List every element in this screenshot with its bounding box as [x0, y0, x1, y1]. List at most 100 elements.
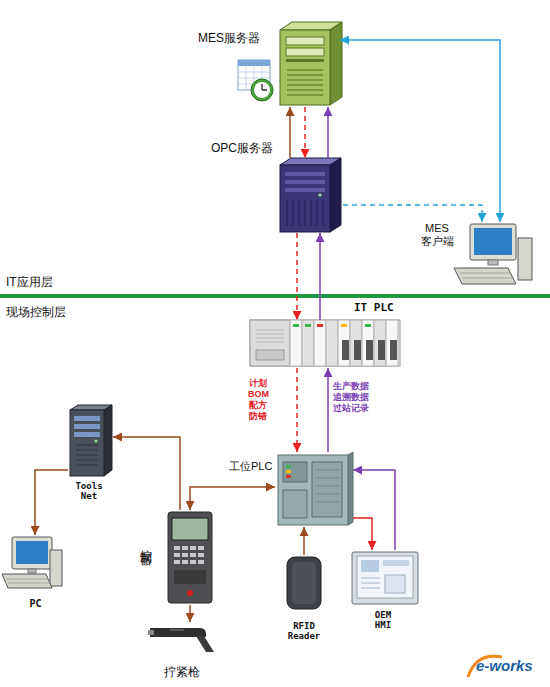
it-plc-icon: [386, 320, 398, 366]
flow-connector: [319, 233, 321, 320]
nutrunner-icon: [196, 636, 214, 652]
nutrunner-icon: [148, 628, 214, 652]
client-pc-icon: [454, 224, 532, 284]
mes-server-icon: [286, 59, 324, 62]
node-label: MES服务器: [198, 32, 260, 46]
station-plc-icon: [278, 455, 348, 525]
device-node: OPC服务器: [275, 158, 343, 233]
hmi-icon: [385, 575, 405, 593]
flow-connector: [35, 470, 68, 535]
controller-icon: [198, 553, 204, 557]
it-plc-icon: [256, 330, 284, 342]
hmi-icon: [361, 560, 379, 572]
station-plc-icon: [315, 470, 339, 502]
station-plc-icon: [348, 452, 353, 525]
client-pc-icon: [518, 238, 532, 280]
calendar-clock-icon: [238, 66, 270, 90]
toolsnet-server-icon: [70, 405, 112, 476]
mes-server-icon: [330, 22, 342, 105]
controller-icon: [174, 546, 180, 550]
toolsnet-server-icon: [74, 424, 100, 429]
opc-server-icon: [318, 193, 321, 196]
it-plc-icon: [305, 324, 311, 327]
pc-icon: [2, 574, 52, 588]
opc-server-icon: [280, 158, 341, 232]
flow-connector: [304, 107, 306, 158]
device-node: OEM HMI: [350, 550, 420, 605]
it-plc-icon: [317, 324, 323, 327]
it-plc-icon: [378, 340, 385, 360]
station-plc-icon: [312, 462, 342, 517]
mes-server-icon: [280, 30, 330, 105]
it-plc-icon: [365, 324, 371, 327]
controller-icon: [190, 560, 196, 564]
controller-icon: [182, 560, 188, 564]
station-plc-icon: [286, 475, 291, 478]
flow-connector: [353, 470, 395, 550]
it-plc-icon: [314, 320, 326, 366]
client-pc-icon: [488, 260, 498, 265]
controller-icon: [174, 570, 206, 584]
controller-icon: [168, 512, 212, 603]
node-label: PC: [8, 598, 63, 610]
it-plc-icon: [341, 324, 347, 327]
hmi-icon: [352, 552, 418, 604]
calendar-clock-icon: [254, 82, 270, 98]
opc-server-icon: [285, 188, 325, 192]
client-pc-icon: [454, 268, 516, 284]
hmi-icon: [352, 552, 418, 604]
flow-connector: [113, 437, 180, 510]
toolsnet-server-icon: [74, 432, 100, 437]
device-node: Tools Net: [68, 405, 113, 477]
controller-icon: [182, 553, 188, 557]
it-plc-icon: [302, 320, 314, 366]
watermark: e-works: [476, 657, 533, 674]
flow-connector: [289, 107, 291, 158]
toolsnet-server-icon: [76, 445, 98, 465]
controller-icon: [187, 590, 193, 596]
toolsnet-server-icon: [74, 416, 100, 421]
controller-icon: [174, 560, 180, 564]
it-plc-icon: [326, 320, 338, 366]
calendar-clock-icon: [238, 60, 273, 101]
mes-server-icon: [286, 37, 324, 45]
pc-icon: [6, 579, 50, 583]
calendar-clock-icon: [251, 79, 273, 101]
pc-icon: [16, 541, 48, 564]
mes-server-icon: [280, 22, 342, 105]
opc-server-icon: [285, 180, 325, 184]
controller-icon: [190, 553, 196, 557]
edge-label: 生产数据 追溯数据 过站记录: [333, 381, 369, 414]
mes-server-icon: [280, 22, 342, 30]
device-node: MES 客户端: [465, 222, 533, 287]
station-plc-icon: [286, 470, 291, 473]
it-plc-icon: [350, 320, 362, 366]
it-plc-icon: [362, 320, 374, 366]
controller-icon: [172, 518, 208, 540]
pc-icon: [12, 537, 52, 569]
station-plc-icon: [283, 462, 307, 482]
edge-label: 计划 BOM 配方 防错: [248, 378, 269, 422]
controller-icon: [198, 546, 204, 550]
flow-connector: [327, 107, 329, 158]
it-plc-icon: [366, 340, 373, 360]
hmi-icon: [383, 560, 409, 566]
station-plc-icon: [283, 490, 307, 518]
node-label: MES 客户端: [413, 222, 461, 247]
it-plc-icon: [250, 320, 400, 366]
flow-connector: [296, 368, 298, 452]
it-plc-icon: [256, 350, 284, 360]
rfid-reader-icon: [287, 557, 321, 609]
toolsnet-server-icon: [70, 405, 112, 410]
mes-server-icon: [286, 48, 324, 56]
client-pc-icon: [474, 228, 512, 255]
opc-server-icon: [280, 158, 341, 165]
pc-icon: [50, 550, 62, 586]
client-pc-icon: [470, 224, 516, 260]
it-plc-icon: [374, 320, 386, 366]
it-plc-icon: [290, 320, 302, 366]
opc-server-icon: [285, 172, 325, 176]
nutrunner-icon: [150, 628, 206, 637]
